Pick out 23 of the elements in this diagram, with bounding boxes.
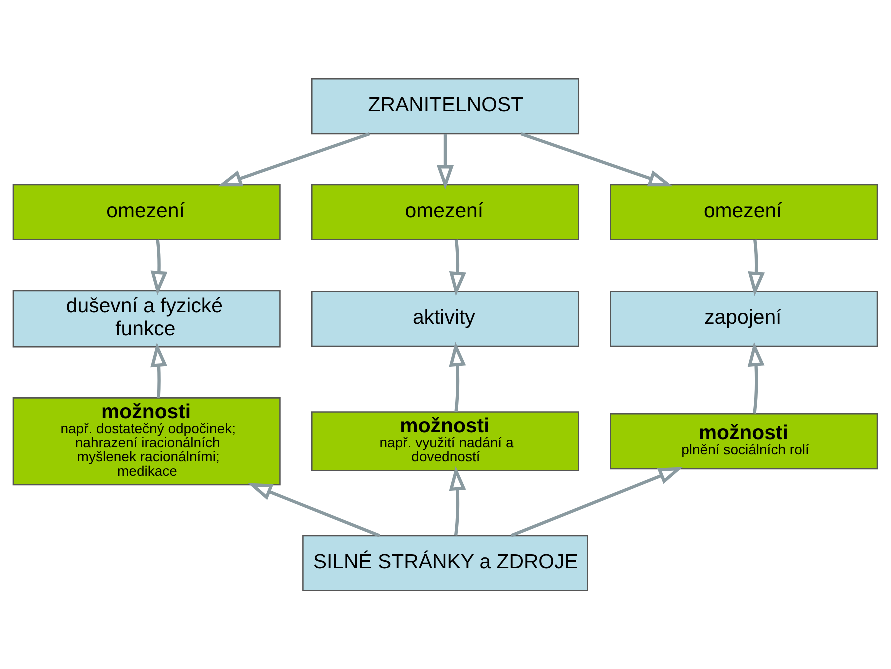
node-box: SILNÉ STRÁNKY a ZDROJE <box>302 534 588 592</box>
arrow <box>218 132 370 186</box>
arrow <box>248 482 381 537</box>
arrow <box>449 342 466 412</box>
arrow <box>748 239 766 296</box>
node-box: možnosti např. využití nadání a dovedností <box>312 411 580 472</box>
node-box: zapojení <box>610 290 878 347</box>
node-box: omezení <box>12 184 281 240</box>
node-box: duševní a fyzické funkce <box>12 290 281 348</box>
arrow <box>150 342 168 398</box>
node-box: omezení <box>610 184 878 240</box>
arrow <box>449 466 466 536</box>
arrow <box>449 239 466 296</box>
arrow <box>437 134 454 190</box>
arrow <box>748 342 765 414</box>
node-box: možnosti plnění sociálních rolí <box>610 413 878 470</box>
node-box: možnosti např. dostatečný odpočinek; nahrazení iracionálních myšlenek racionálními; medikace <box>12 397 281 486</box>
arrow <box>150 239 168 296</box>
arrow <box>510 466 684 537</box>
node-box: omezení <box>312 184 580 240</box>
node-box: ZRANITELNOST <box>312 78 580 134</box>
node-box: aktivity <box>312 290 580 347</box>
arrow <box>520 132 674 186</box>
